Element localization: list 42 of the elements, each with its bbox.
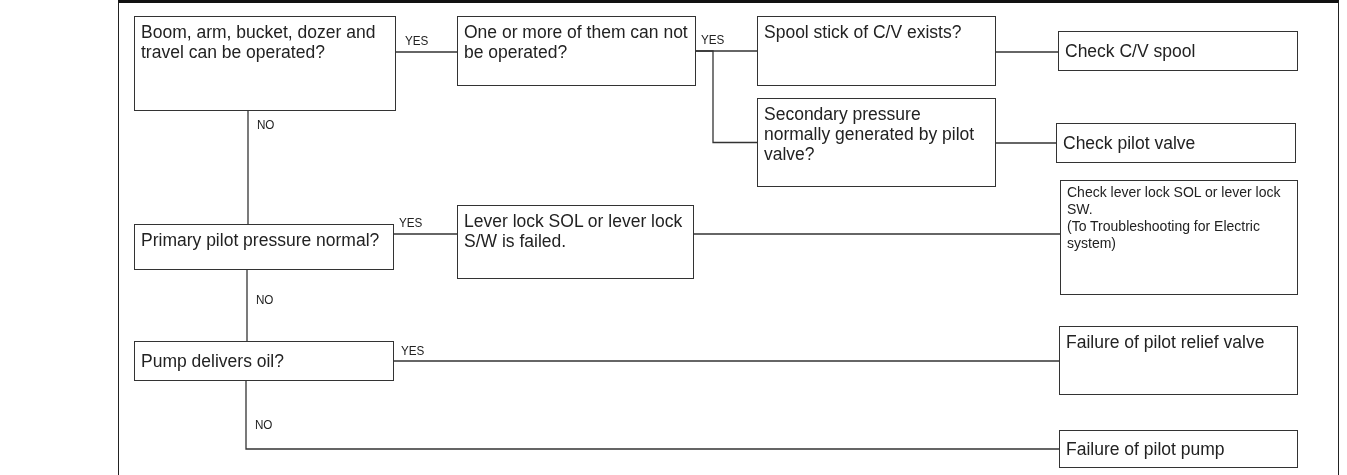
- box-text: Secondary pressure normally generated by pilot valve?: [764, 104, 976, 164]
- edge-label: YES: [700, 33, 726, 47]
- box-text: Failure of pilot relief valve: [1066, 332, 1266, 352]
- connector-line: [393, 360, 1060, 362]
- flow-box: [1056, 123, 1296, 163]
- flow-box: [134, 224, 394, 270]
- box-text: Lever lock SOL or lever lock S/W is failed.: [464, 211, 684, 251]
- box-text: Check C/V spool: [1065, 41, 1197, 61]
- edge-label: YES: [404, 34, 430, 48]
- edge-label: NO: [256, 118, 276, 132]
- connector-line: [695, 50, 758, 144]
- flow-box: [757, 98, 996, 187]
- flow-box: [134, 341, 394, 381]
- connector-line: [995, 51, 1059, 53]
- box-text: Pump delivers oil?: [141, 351, 285, 371]
- edge-label: YES: [398, 216, 424, 230]
- box-text: Spool stick of C/V exists?: [764, 22, 963, 42]
- box-text: Boom, arm, bucket, dozer and travel can be operated?: [141, 22, 377, 62]
- connector-line: [393, 233, 458, 235]
- connector-line: [693, 233, 1061, 235]
- flow-box: [1059, 326, 1298, 395]
- connector-line: [247, 110, 249, 225]
- box-text: (To Troubleshooting for Electric system): [1067, 218, 1261, 252]
- flow-box: [1059, 430, 1298, 468]
- edge-label: NO: [254, 418, 274, 432]
- connector-line: [245, 380, 1060, 450]
- box-text: Primary pilot pressure normal?: [141, 230, 381, 250]
- box-text: Check pilot valve: [1063, 133, 1197, 153]
- flow-box: [457, 205, 694, 279]
- box-text: Check lever lock SOL or lever lock SW.: [1067, 184, 1282, 218]
- flow-box: [1058, 31, 1298, 71]
- flow-box: [134, 16, 396, 111]
- edge-label: NO: [255, 293, 275, 307]
- box-text: One or more of them can not be operated?: [464, 22, 689, 62]
- flow-box: [1060, 180, 1298, 295]
- flow-box: [757, 16, 996, 86]
- connector-line: [246, 269, 248, 342]
- connector-line: [995, 142, 1057, 144]
- connector-line: [395, 51, 458, 53]
- edge-label: YES: [400, 344, 426, 358]
- box-text: Failure of pilot pump: [1066, 439, 1226, 459]
- flow-box: [457, 16, 696, 86]
